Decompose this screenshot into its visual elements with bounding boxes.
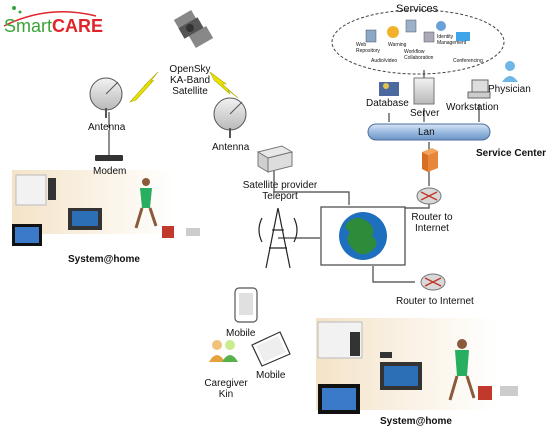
logo-text-smart: Smart <box>4 16 53 36</box>
teleport-label: Satellite provider Teleport <box>242 180 318 202</box>
system-home-left-label: System@home <box>68 254 140 265</box>
physician-icon <box>502 61 518 82</box>
router-top-label: Router to Internet <box>411 212 453 234</box>
system-home-right-label: System@home <box>380 416 452 427</box>
logo-text-care: CARE <box>52 16 104 36</box>
physician-label: Physician <box>488 84 531 95</box>
modem-label: Modem <box>93 166 127 177</box>
service-web-repository: Web Repository <box>356 42 380 54</box>
service-center-label: Service Center <box>476 148 547 159</box>
satellite-icon <box>173 9 214 49</box>
antenna-right-label: Antenna <box>212 142 250 153</box>
logo-swoosh-icon <box>3 6 97 27</box>
firewall-icon <box>422 148 438 172</box>
antenna-left-label: Antenna <box>88 122 126 133</box>
service-identity-management: Identity Management <box>437 34 467 46</box>
router-bottom-label: Router to Internet <box>396 296 474 307</box>
antenna-left-icon <box>89 77 123 118</box>
service-icons <box>365 19 470 43</box>
signal-bolt-left <box>129 71 159 103</box>
database-label: Database <box>366 98 409 109</box>
mobile-laptop-label: Mobile <box>256 370 286 381</box>
services-cloud <box>331 9 505 75</box>
server-label: Server <box>410 108 440 119</box>
teleport-icon <box>256 145 294 173</box>
line-globe-router-bottom <box>372 266 415 283</box>
service-warning: Warning <box>388 42 407 48</box>
service-workflow-collaboration: Workflow Collaboration <box>404 49 434 61</box>
antenna-right-icon <box>213 97 247 138</box>
internet-globe-icon <box>320 206 406 266</box>
server-icon <box>413 77 435 105</box>
system-home-right-illustration <box>316 318 518 414</box>
line-teleport-globe <box>274 191 350 205</box>
caregiver-label: Caregiver Kin <box>204 378 248 400</box>
caregiver-people-icon <box>209 340 238 362</box>
laptop-icon <box>251 331 291 367</box>
service-audio-video: Audio/video <box>371 58 398 64</box>
mobile-phone-icon <box>234 287 258 323</box>
workstation-icon <box>467 79 491 99</box>
router-bottom-icon <box>420 273 446 291</box>
service-conferencing: Conferencing <box>453 58 483 64</box>
lan-bar <box>367 123 491 141</box>
mobile-phone-label: Mobile <box>226 328 256 339</box>
router-top-icon <box>416 187 442 205</box>
modem-icon <box>95 155 123 161</box>
workstation-label: Workstation <box>446 102 499 113</box>
signal-bolt-right <box>209 71 239 99</box>
system-home-left-illustration <box>12 170 200 246</box>
logo: SmartCARE <box>4 16 103 36</box>
radio-tower-icon <box>258 207 298 269</box>
lan-label: Lan <box>418 127 435 138</box>
database-icon <box>379 82 399 96</box>
satellite-label: OpenSky KA-Band Satellite <box>169 64 211 97</box>
services-title: Services <box>396 3 439 15</box>
